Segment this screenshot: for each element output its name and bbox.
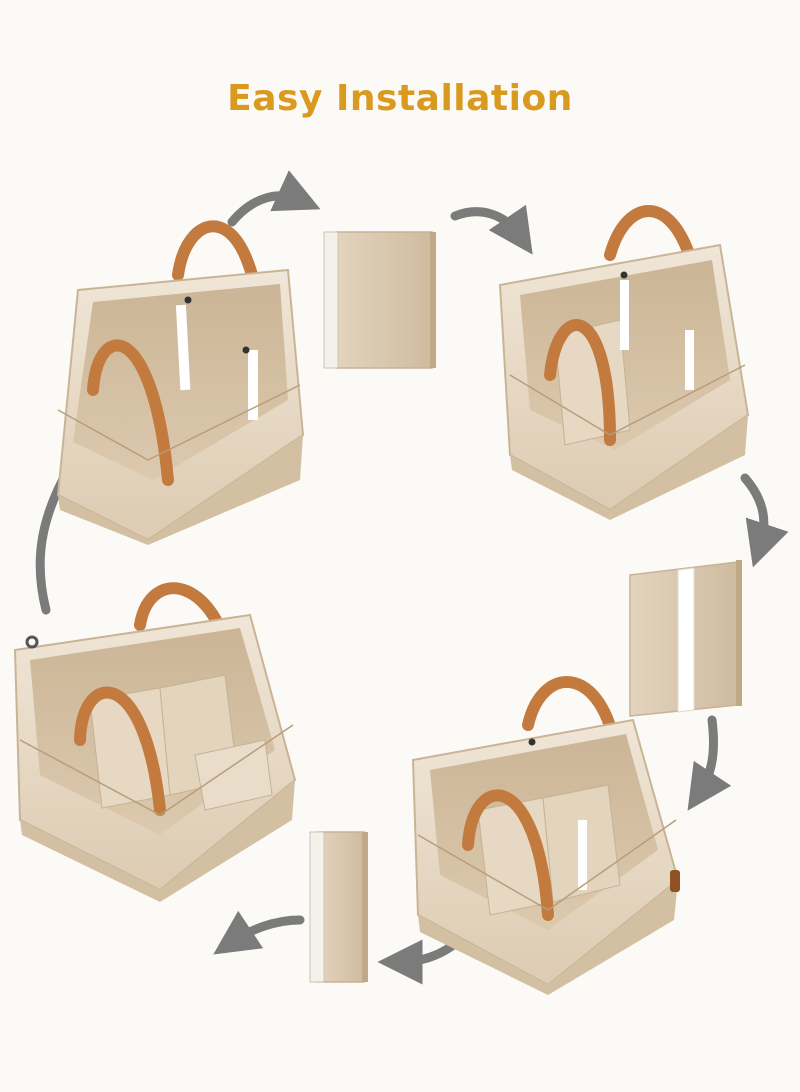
divider-panel-2-icon (629, 560, 742, 717)
divider-panel-1-icon (323, 231, 436, 369)
organizer-step-3-icon (411, 676, 680, 995)
arrow-1-icon (227, 170, 321, 227)
arrow-3-icon (740, 473, 789, 568)
circular-arrows-icon (35, 170, 789, 985)
page-title: Easy Installation (227, 78, 573, 119)
organizer-step-1-icon (56, 220, 305, 545)
organizer-step-2-icon (498, 205, 750, 520)
arrow-2-icon (450, 204, 533, 255)
divider-panel-3-icon (309, 831, 368, 983)
arrow-6-icon (213, 910, 305, 955)
arrow-4-icon (687, 715, 732, 811)
organizer-step-4-icon (13, 582, 297, 902)
